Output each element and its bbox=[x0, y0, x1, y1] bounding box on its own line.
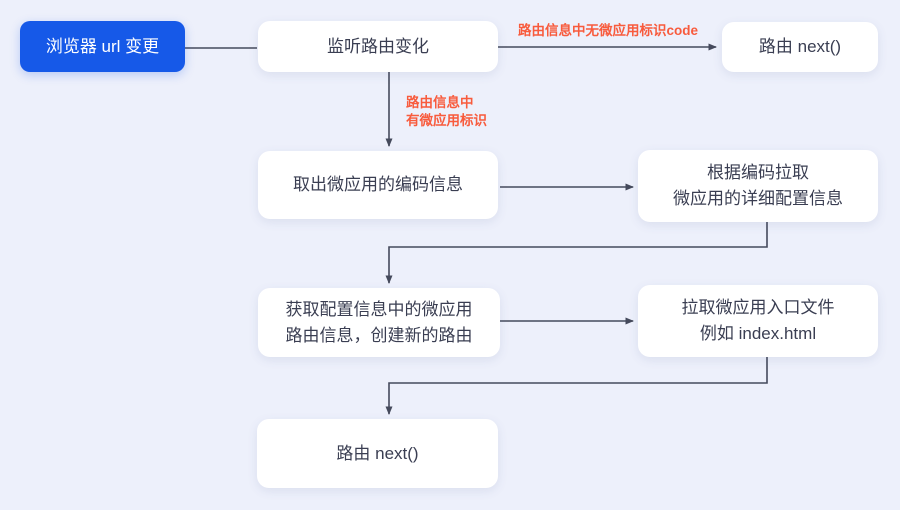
node-fetch-entry-file-line1: 拉取微应用入口文件 bbox=[681, 298, 835, 317]
node-route-next-top-label: 路由 next() bbox=[758, 37, 842, 56]
edge-fetchentry-to-nextbottom bbox=[385, 357, 768, 415]
node-fetch-app-config: 根据编码拉取 微应用的详细配置信息 bbox=[638, 150, 878, 222]
node-fetch-entry-file-line2: 例如 index.html bbox=[699, 324, 817, 343]
node-route-next-top: 路由 next() bbox=[722, 22, 878, 72]
edge-label-has-app-code: 路由信息中 有微应用标识 bbox=[406, 94, 487, 130]
edge-fetchconfig-to-getroute bbox=[385, 222, 768, 284]
node-listen-route-change-label: 监听路由变化 bbox=[327, 36, 429, 56]
node-fetch-app-config-line1: 根据编码拉取 bbox=[707, 163, 809, 182]
node-fetch-entry-file: 拉取微应用入口文件 例如 index.html bbox=[638, 285, 878, 357]
node-extract-app-code-label: 取出微应用的编码信息 bbox=[293, 175, 463, 194]
node-create-new-route-line1: 获取配置信息中的微应用 bbox=[285, 299, 473, 319]
node-create-new-route-line2: 路由信息，创建新的路由 bbox=[285, 325, 473, 345]
edge-label-no-app-code: 路由信息中无微应用标识code bbox=[517, 23, 698, 38]
node-browser-url-change-label: 浏览器 url 变更 bbox=[45, 36, 160, 56]
node-route-next-bottom: 路由 next() bbox=[257, 419, 498, 488]
node-fetch-app-config-line2: 微应用的详细配置信息 bbox=[673, 189, 843, 208]
node-extract-app-code: 取出微应用的编码信息 bbox=[258, 151, 498, 219]
node-browser-url-change: 浏览器 url 变更 bbox=[20, 21, 185, 72]
edge-label-has-app-code-line2: 有微应用标识 bbox=[406, 113, 487, 128]
node-listen-route-change: 监听路由变化 bbox=[258, 21, 498, 72]
edge-label-has-app-code-line1: 路由信息中 bbox=[406, 95, 474, 110]
node-route-next-bottom-label: 路由 next() bbox=[336, 443, 419, 463]
node-create-new-route: 获取配置信息中的微应用 路由信息，创建新的路由 bbox=[258, 288, 500, 357]
